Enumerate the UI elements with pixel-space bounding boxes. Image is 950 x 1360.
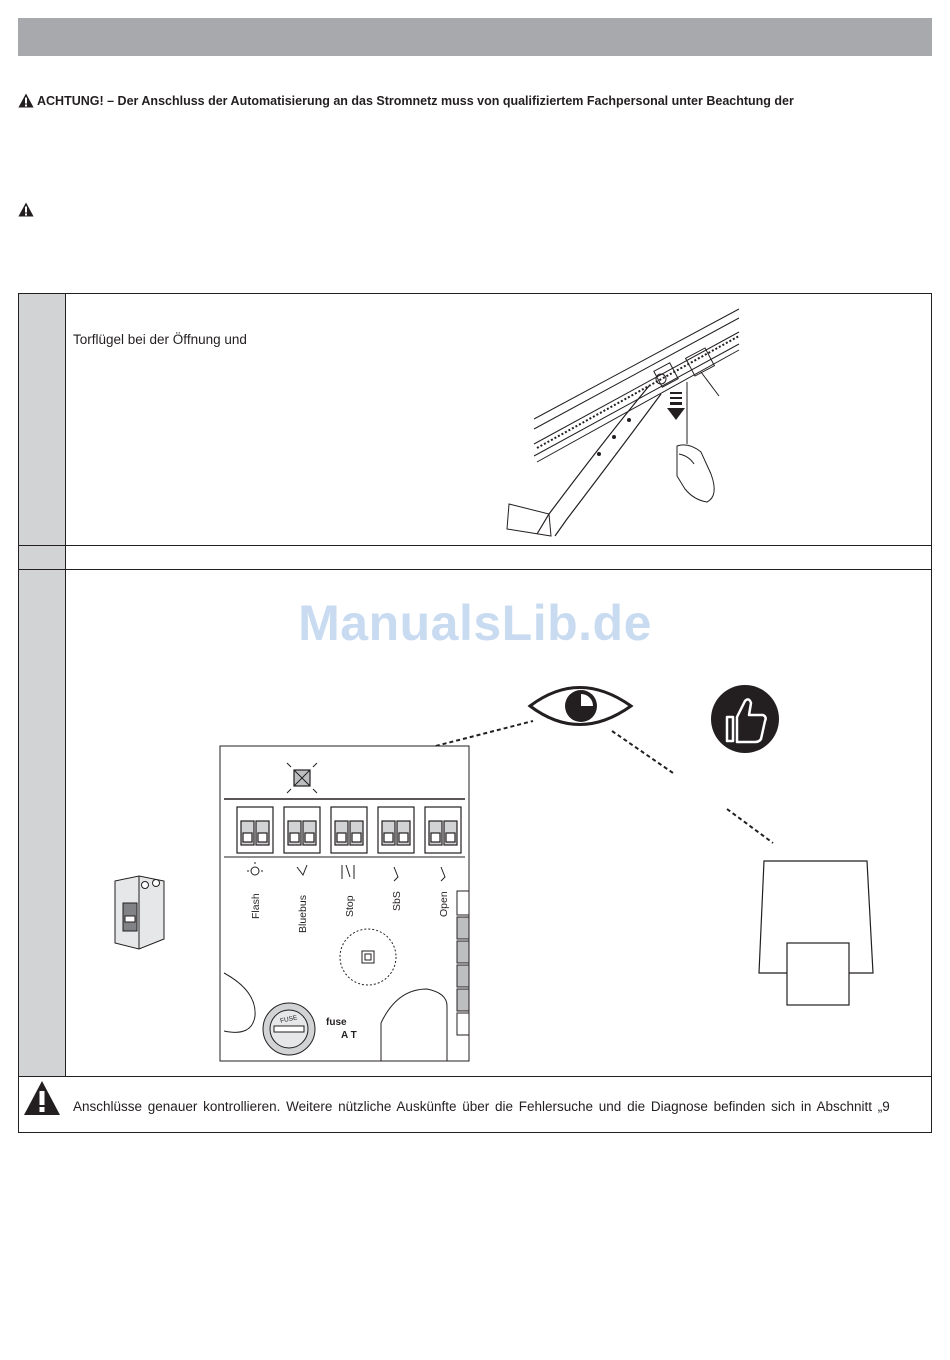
row-divider <box>19 1076 931 1077</box>
terminal-label-bluebus: Bluebus <box>297 895 309 933</box>
row1-text: Torflügel bei der Öffnung und <box>73 332 247 347</box>
row2-step-cell <box>19 545 66 570</box>
eye-icon <box>527 686 634 726</box>
row-divider <box>19 545 931 546</box>
gate-release-illustration <box>506 308 740 537</box>
fuse-rating: A T <box>341 1030 357 1041</box>
terminal-label-stop: Stop <box>344 895 356 917</box>
lamp-icon <box>758 860 874 1006</box>
warning-line: ACHTUNG! – Der Anschluss der Automatisie… <box>18 93 948 108</box>
fuse-icon: FUSE <box>262 1002 316 1056</box>
warning-icon <box>24 1081 60 1115</box>
fuse-label: fuse <box>326 1017 347 1028</box>
circuit-breaker-icon <box>114 875 165 950</box>
terminal-label-open: Open <box>438 891 450 917</box>
terminal-open <box>424 806 462 854</box>
terminal-stop <box>330 806 368 854</box>
header-bar <box>18 18 932 56</box>
row3-step-cell <box>19 570 66 1077</box>
terminal-sbs <box>377 806 415 854</box>
thumbs-up-icon <box>711 685 779 753</box>
warning-icon <box>18 93 34 108</box>
warning-icon <box>18 202 34 217</box>
control-board: Flash Bluebus Stop SbS Open <box>219 745 470 1062</box>
wiring-check-illustration: Flash Bluebus Stop SbS Open <box>114 685 874 1062</box>
terminal-label-sbs: SbS <box>391 891 403 911</box>
fuse-badge: FUSE <box>280 1014 299 1025</box>
led-icon <box>286 762 318 794</box>
row1-step-cell <box>19 294 66 545</box>
warning-text: ACHTUNG! – Der Anschluss der Automatisie… <box>37 93 794 108</box>
instruction-table: Torflügel bei der Öffnung und <box>18 293 932 1133</box>
terminal-flash <box>236 806 274 854</box>
terminal-label-flash: Flash <box>250 893 262 919</box>
row4-text: Anschlüsse genauer kontrollieren. Weiter… <box>73 1099 890 1114</box>
row-divider <box>19 569 931 570</box>
terminal-bluebus <box>283 806 321 854</box>
watermark: ManualsLib.de <box>298 595 652 651</box>
